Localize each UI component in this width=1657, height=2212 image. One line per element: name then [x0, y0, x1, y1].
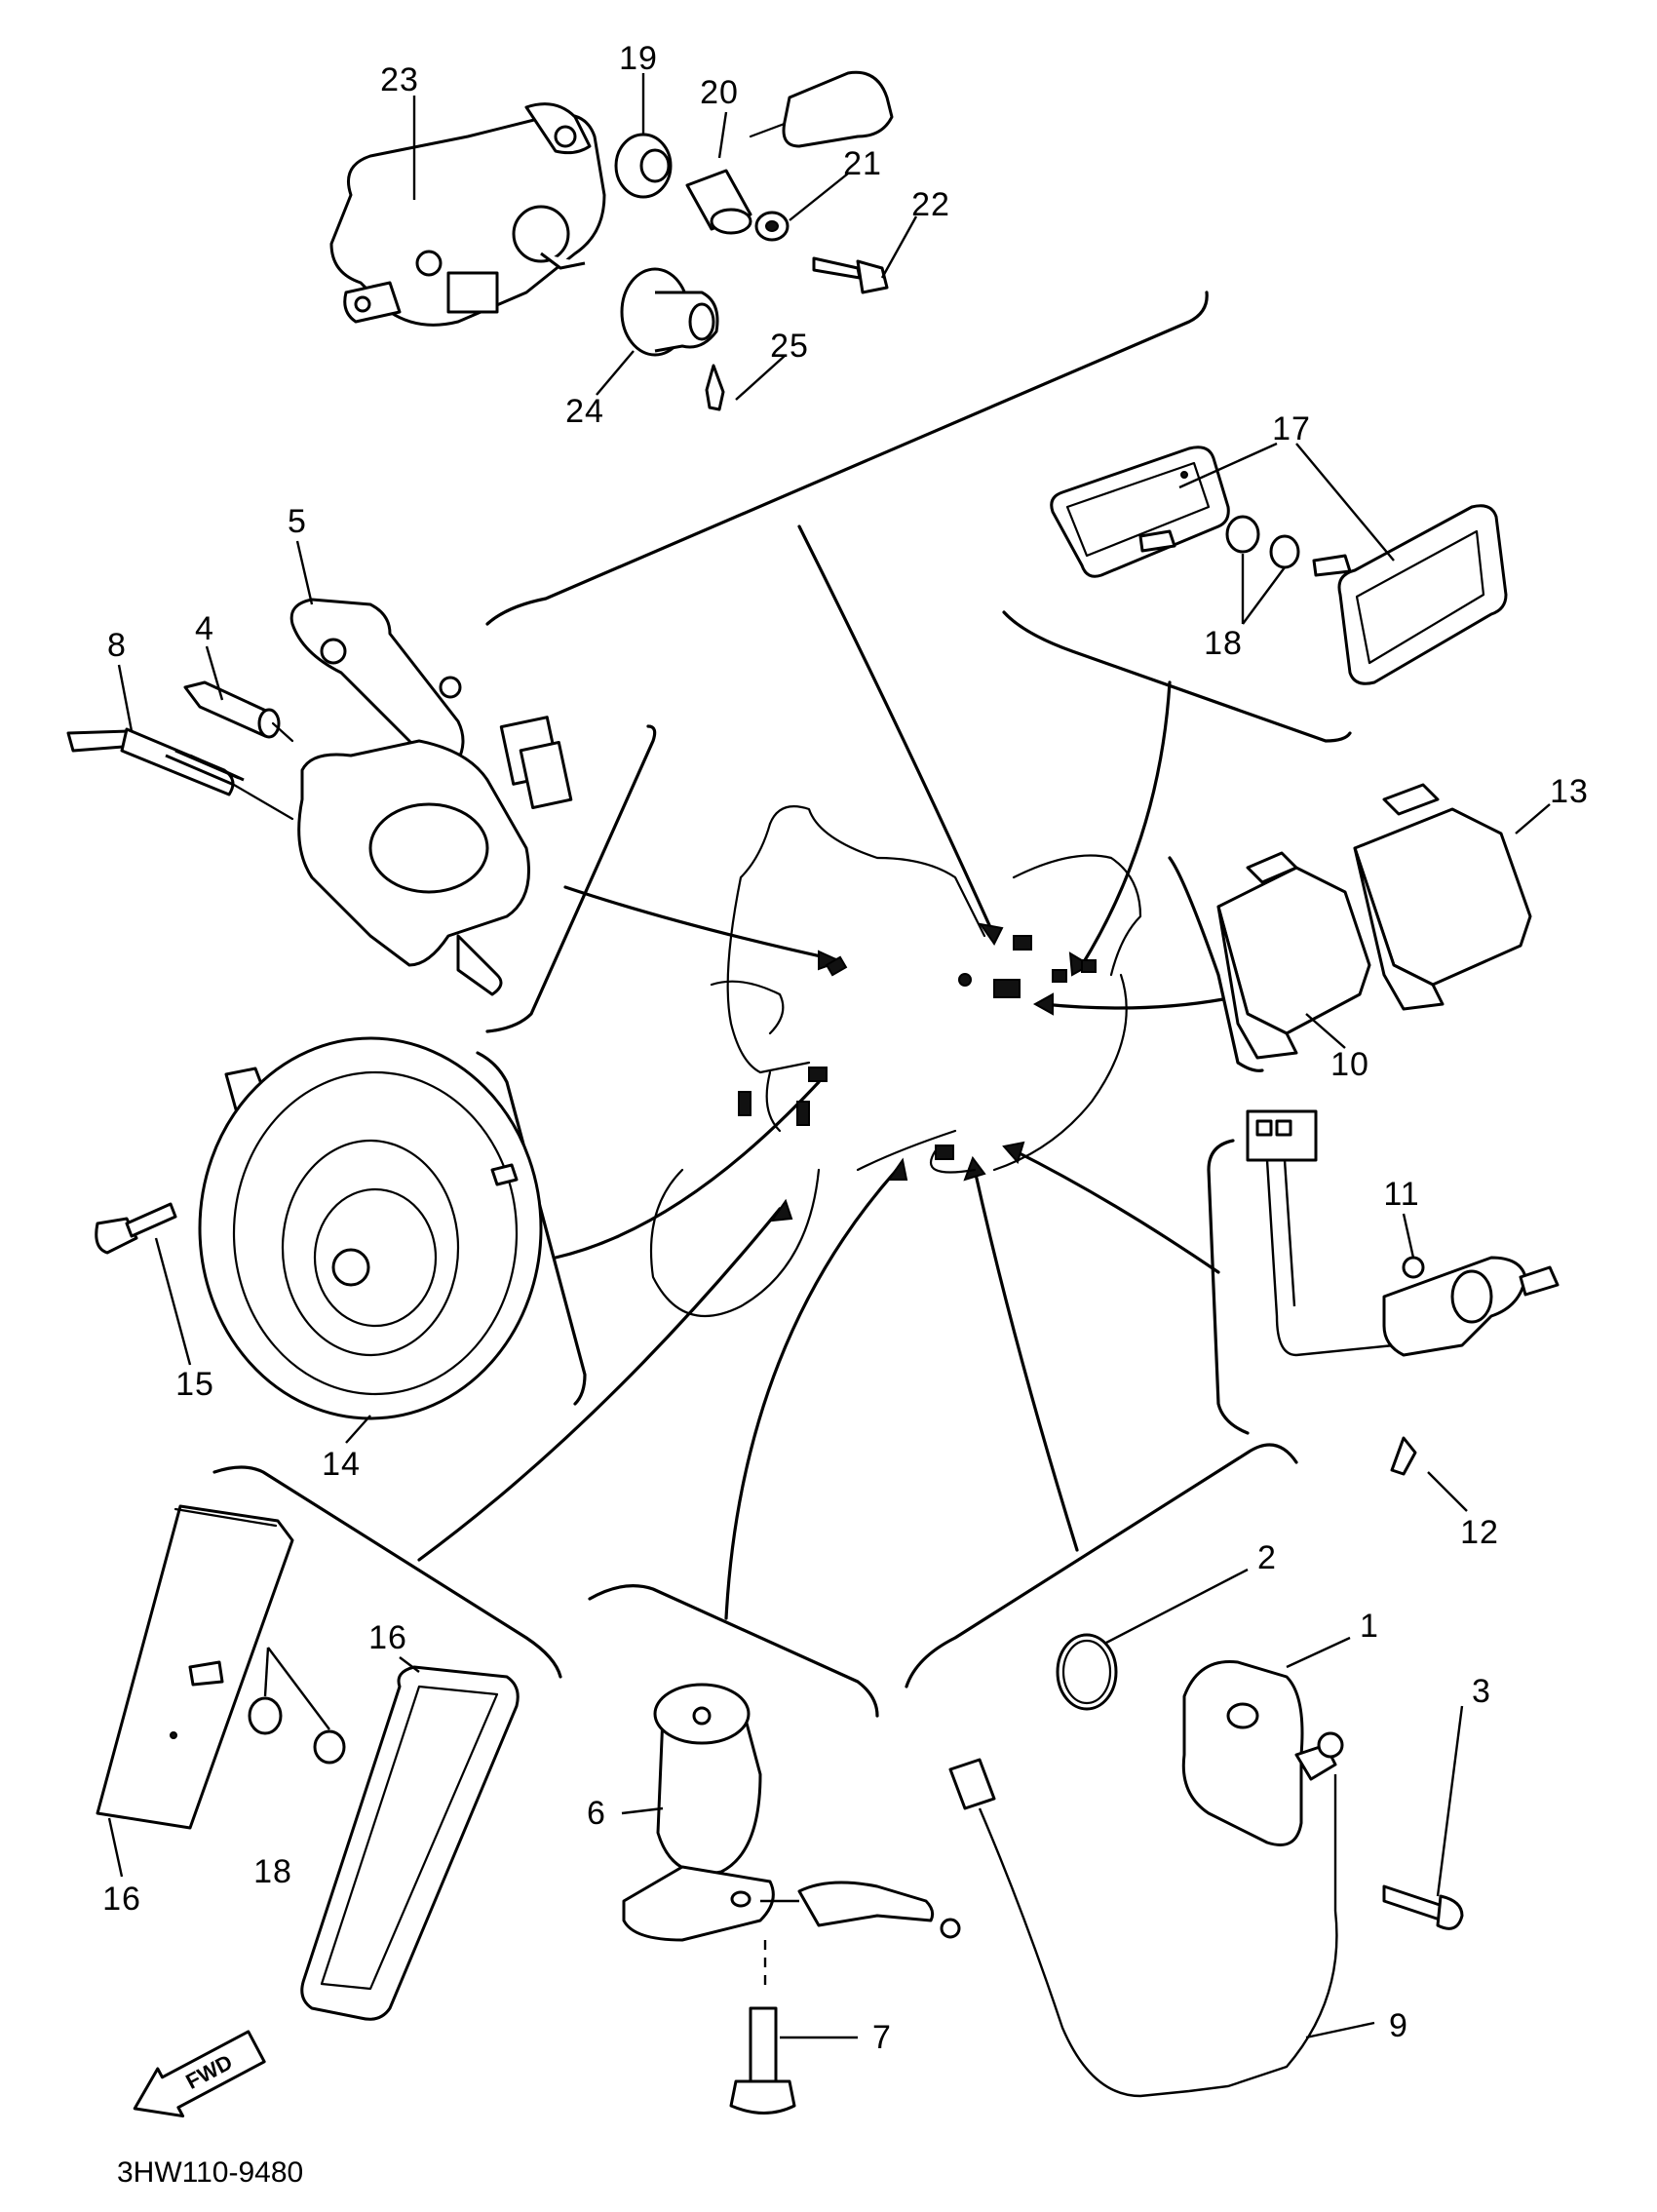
callout-leaders [107, 73, 1551, 2039]
callout-13: 13 [1550, 773, 1589, 810]
callout-25: 25 [770, 328, 809, 365]
part-20-cable [749, 70, 894, 148]
part-7-bolt [729, 2006, 796, 2115]
part-23-assembly [329, 102, 606, 327]
callout-24: 24 [565, 393, 604, 430]
part-12-screw [1390, 1436, 1417, 1476]
part-8-sensor [66, 727, 294, 821]
callout-18-lower: 18 [253, 1853, 292, 1890]
part-15-bolt [95, 1202, 177, 1255]
part-1-sensor [1181, 1659, 1344, 1846]
part-21-washer [754, 211, 790, 242]
callout-1: 1 [1360, 1608, 1379, 1645]
callout-labels: 23 19 20 21 22 25 24 17 18 5 4 8 13 10 1… [102, 40, 1589, 2056]
callout-15: 15 [175, 1366, 214, 1403]
callout-12: 12 [1460, 1514, 1499, 1551]
part-14-horn [198, 1036, 543, 1420]
part-13-control-unit [1353, 783, 1532, 1011]
callout-10: 10 [1330, 1046, 1369, 1083]
callout-2: 2 [1257, 1539, 1277, 1576]
part-17-reflector-right [1312, 504, 1508, 685]
callout-17: 17 [1272, 410, 1311, 447]
callout-21: 21 [843, 145, 882, 182]
callout-14: 14 [322, 1446, 361, 1483]
callout-22: 22 [911, 186, 950, 223]
part-11-switch [1246, 1109, 1560, 1357]
part-22-bolt [812, 256, 889, 294]
part-3-bolt [1382, 1884, 1464, 1930]
callout-7: 7 [872, 2019, 892, 2056]
part-10-relay [1216, 851, 1371, 1060]
callout-23: 23 [380, 61, 419, 98]
part-9-lead-wire [948, 1758, 1338, 2098]
part-2-o-ring [1056, 1633, 1118, 1711]
callout-3: 3 [1472, 1673, 1491, 1710]
part-5-throttle-body [297, 739, 530, 996]
part-16-reflector-left [96, 1504, 294, 1830]
part-18-nut-upper [1225, 515, 1300, 569]
callout-9: 9 [1389, 2007, 1408, 2044]
callout-16-right: 16 [368, 1619, 407, 1656]
harness-leaders [417, 524, 1225, 1620]
callout-6: 6 [587, 1795, 606, 1832]
part-25-screw [705, 364, 725, 411]
callout-19: 19 [619, 40, 658, 77]
part-5-sensor-harness [289, 598, 573, 810]
group-brackets [212, 291, 1352, 1718]
callout-8: 8 [107, 627, 127, 664]
callout-18-upper: 18 [1204, 625, 1243, 662]
callout-11: 11 [1383, 1176, 1419, 1213]
part-17-reflector-left [1050, 446, 1230, 578]
part-16-reflector-right [300, 1665, 520, 2021]
fwd-arrow-icon: FWD [133, 2030, 266, 2118]
callout-16-left: 16 [102, 1881, 141, 1918]
part-6-solenoid [622, 1683, 961, 1989]
drawing-code: 3HW110-9480 [117, 2156, 303, 2189]
callout-4: 4 [195, 610, 214, 647]
part-4-switch [183, 680, 294, 743]
part-19-grommet [614, 133, 673, 199]
callout-20: 20 [700, 74, 739, 111]
part-18-nut-lower [248, 1696, 346, 1765]
part-24-gear [620, 267, 719, 357]
callout-5: 5 [288, 503, 307, 540]
part-20-sleeve [685, 169, 752, 235]
motorcycle-frame-outline [649, 805, 1142, 1318]
